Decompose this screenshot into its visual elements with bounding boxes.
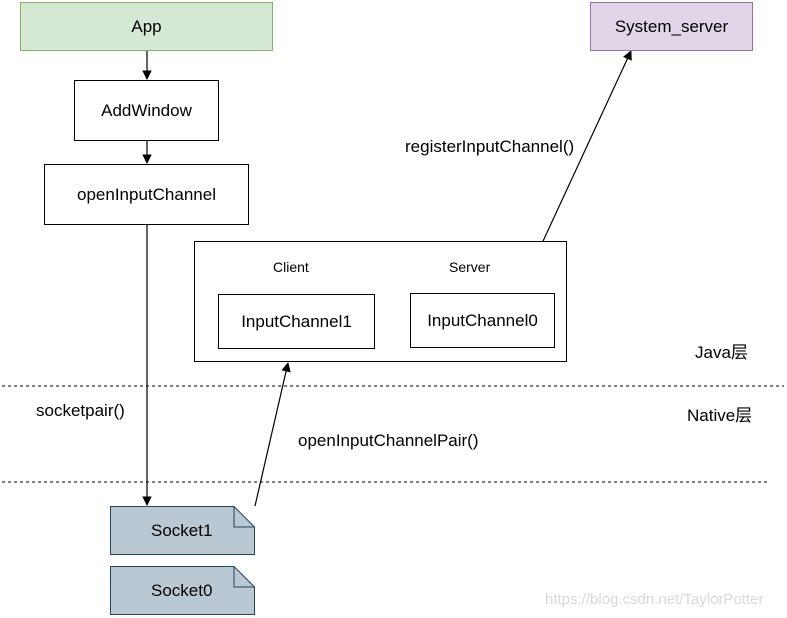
open-input-channel-pair-label: openInputChannelPair(): [298, 431, 479, 450]
system-server-node: System_server: [590, 2, 753, 51]
inputchannel0-label: InputChannel0: [427, 310, 538, 330]
java-layer-label: Java层: [695, 343, 748, 362]
socket0-label: Socket0: [151, 581, 213, 600]
inputchannel1-label: InputChannel1: [241, 311, 352, 331]
arrow-socket1-to-inputchannel1: [254, 362, 291, 507]
watermark-text: https://blog.csdn.net/TaylorPotter: [545, 591, 764, 608]
socket1-note: [110, 506, 255, 555]
openinputchannel-label: openInputChannel: [77, 184, 216, 204]
inputchannel1-node: InputChannel1: [218, 294, 375, 349]
addwindow-label: AddWindow: [101, 100, 192, 120]
register-input-channel-label: registerInputChannel(): [405, 137, 575, 156]
inputchannel0-node: InputChannel0: [410, 293, 555, 348]
system-server-label: System_server: [614, 16, 729, 36]
app-node: App: [20, 2, 273, 51]
app-label: App: [131, 16, 162, 36]
socketpair-label: socketpair(): [36, 401, 125, 420]
socket0-note: [110, 566, 255, 615]
client-label: Client: [273, 259, 309, 275]
server-label: Server: [449, 259, 491, 275]
native-layer-label: Native层: [687, 406, 753, 425]
openinputchannel-node: openInputChannel: [44, 164, 249, 225]
socket1-label: Socket1: [151, 521, 213, 540]
addwindow-node: AddWindow: [74, 80, 219, 141]
